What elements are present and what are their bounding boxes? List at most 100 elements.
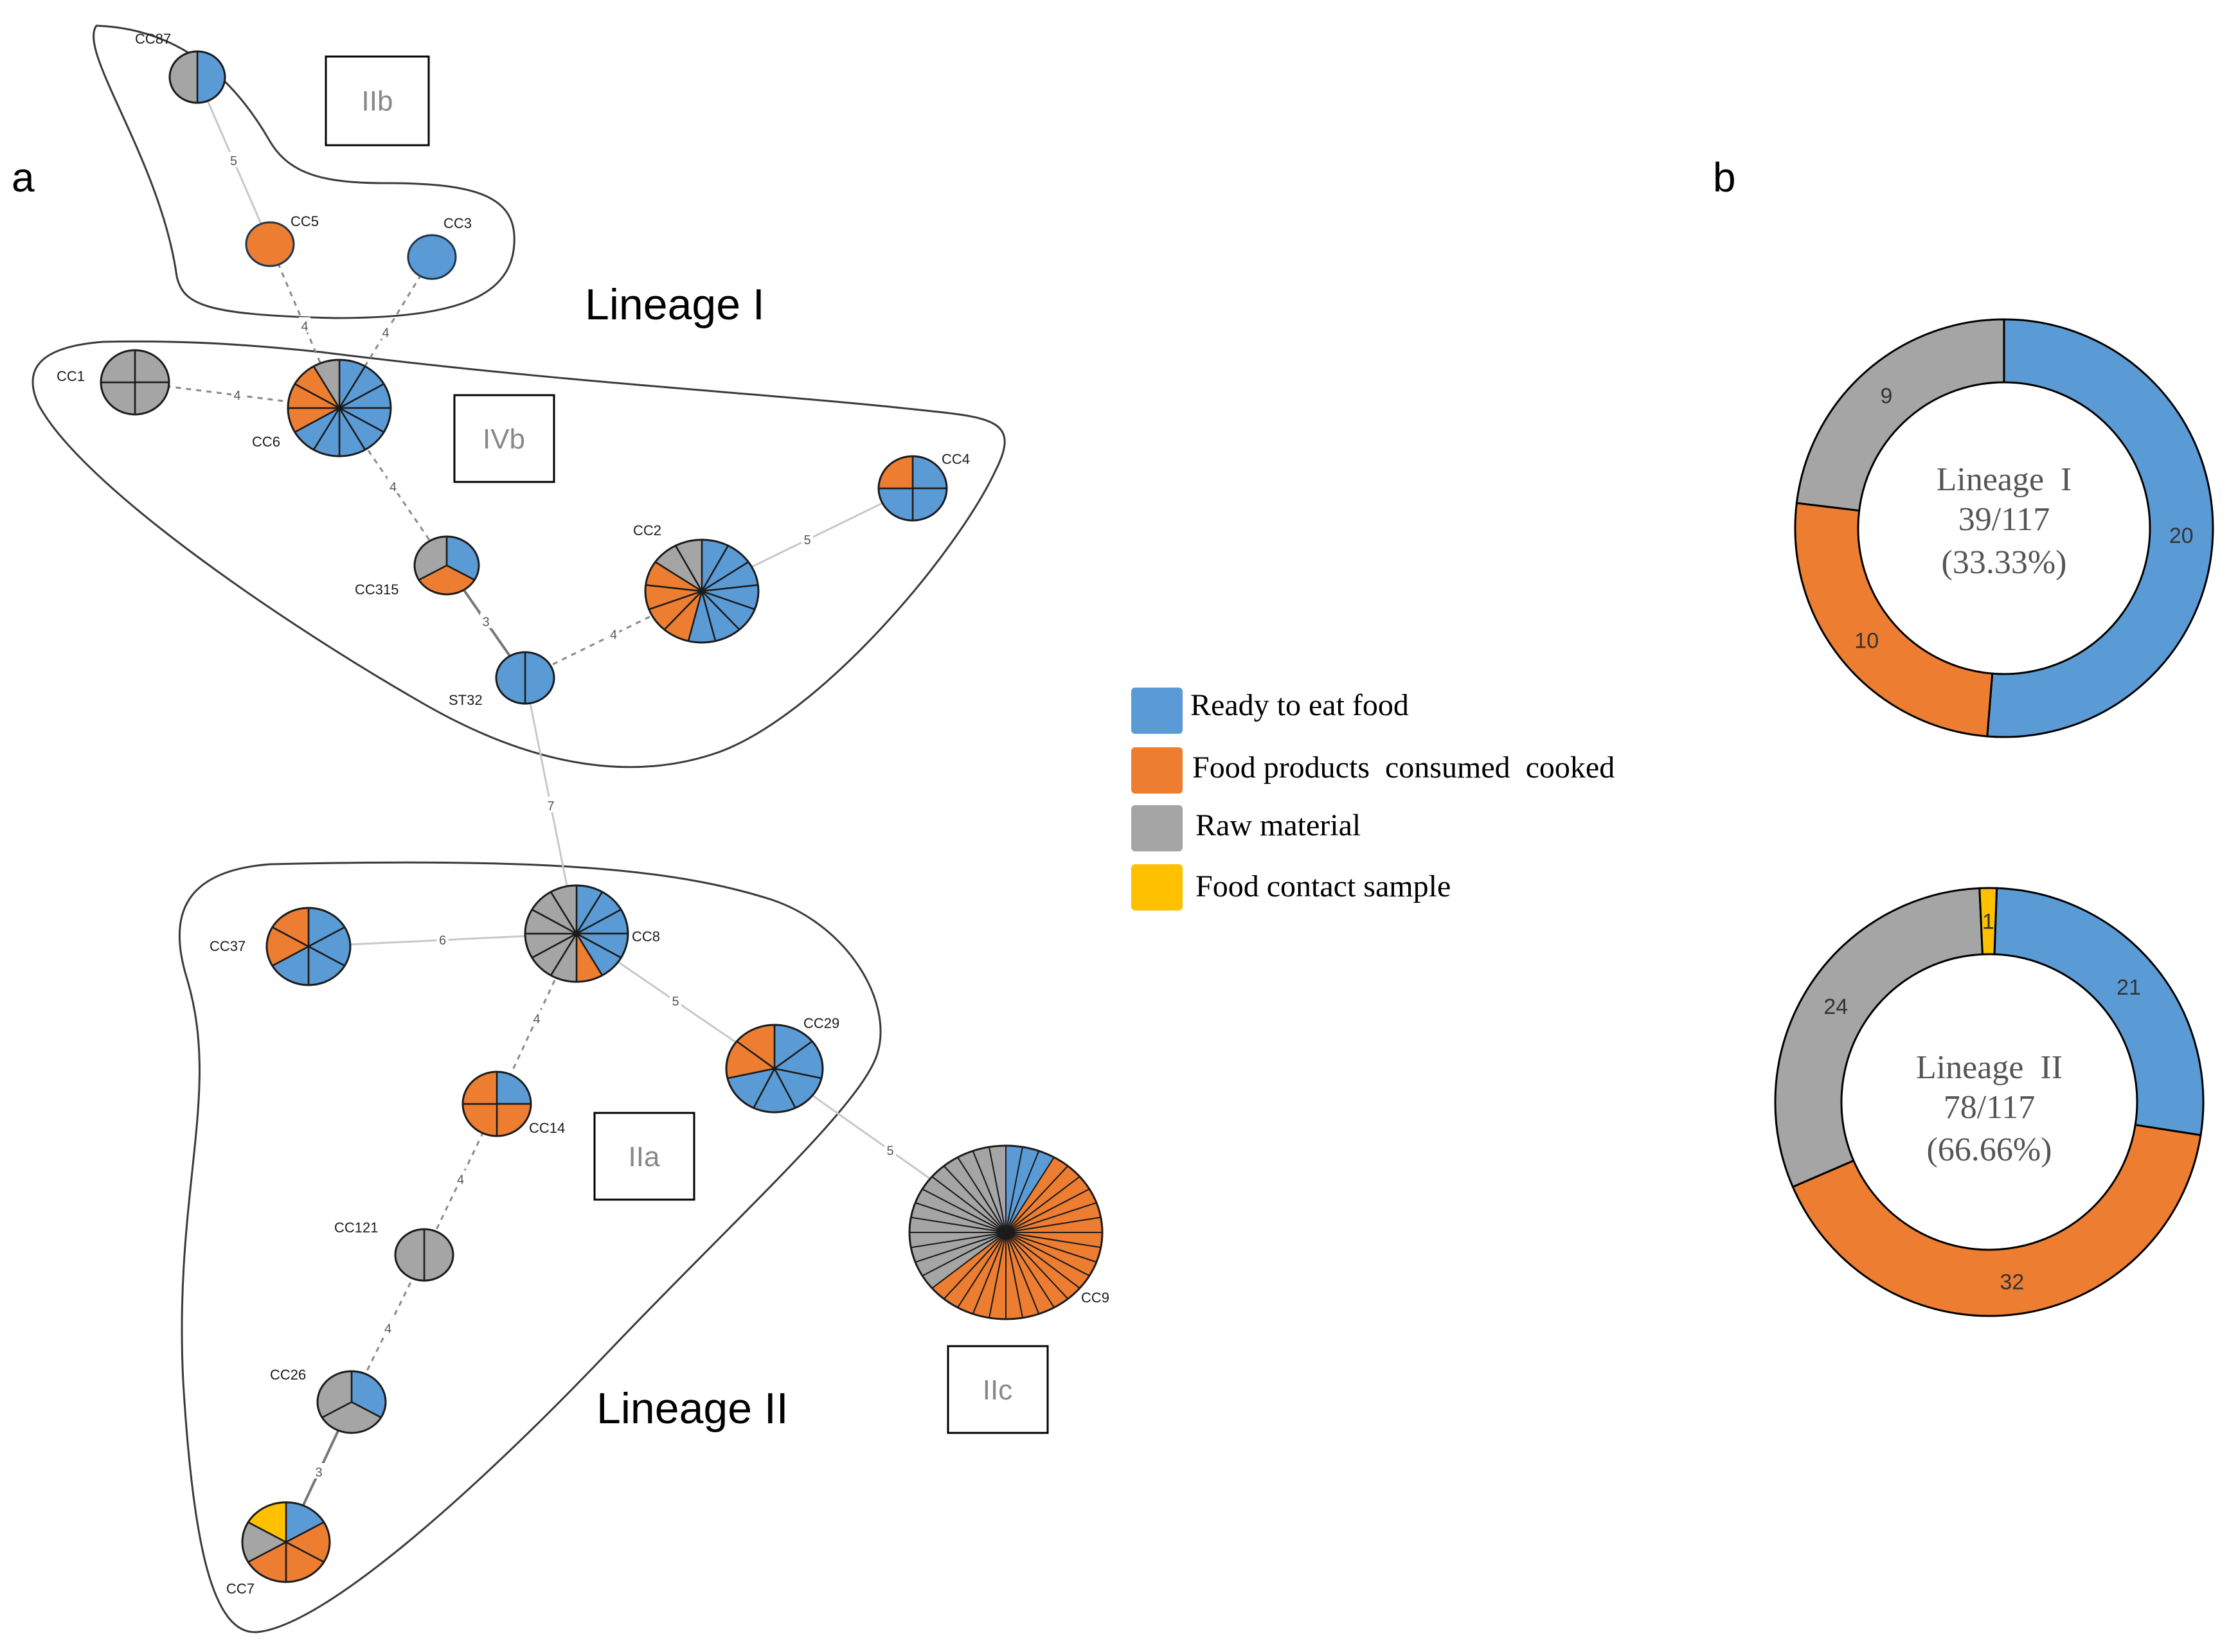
node-label-cc4: CC4 xyxy=(942,451,970,467)
legend-label-ready-to-eat: Ready to eat food xyxy=(1190,688,1409,722)
lineage-label-1: Lineage I xyxy=(585,280,765,329)
legend-label-contact: Food contact sample xyxy=(1195,869,1451,903)
node-rim xyxy=(100,349,170,416)
node-rim xyxy=(287,359,392,457)
node-rim xyxy=(908,1144,1104,1320)
donut-1-center-line1: Lineage I xyxy=(1937,461,2072,498)
serotype-box-iic xyxy=(947,1345,1049,1434)
edge-st32-cc2 xyxy=(524,590,703,679)
donut-2-slice-label-2: 24 xyxy=(1823,995,1848,1019)
node-rim xyxy=(168,50,226,104)
node-label-cc87: CC87 xyxy=(135,31,171,47)
node-cc121 xyxy=(394,1228,454,1282)
legend-swatch-ready-to-eat xyxy=(1131,688,1183,734)
edge-label-bg xyxy=(801,531,813,546)
lineage-label-2: Lineage II xyxy=(596,1384,789,1433)
node-label-cc26: CC26 xyxy=(270,1367,306,1383)
edge-label-bg xyxy=(299,317,310,333)
panel-label-a: a xyxy=(12,154,35,200)
edge-weight-label: 3 xyxy=(315,1466,322,1480)
donut-2-slice-2 xyxy=(1774,887,1984,1189)
node-rim xyxy=(644,538,760,644)
legend-swatch-cooked xyxy=(1131,747,1183,794)
serotype-label-iib: IIb xyxy=(362,85,393,117)
node-cc2 xyxy=(644,538,760,644)
donut-2-slice-label-0: 21 xyxy=(2117,975,2141,1000)
node-cc7 xyxy=(241,1501,331,1583)
donut-1-slice-2 xyxy=(1795,318,2005,512)
node-slice xyxy=(196,50,226,104)
legend-swatch-raw xyxy=(1131,805,1183,851)
node-cc87 xyxy=(168,50,226,104)
serotype-label-ivb: IVb xyxy=(483,423,525,455)
panel-label-b: b xyxy=(1713,154,1736,200)
node-rim xyxy=(461,1070,532,1137)
boundary-lineage1 xyxy=(31,340,1006,768)
edge-weight-label: 7 xyxy=(547,799,554,813)
node-slice xyxy=(407,234,457,280)
node-rim xyxy=(394,1228,454,1282)
node-slice xyxy=(394,1228,425,1282)
edge-weight-label: 4 xyxy=(301,320,308,334)
node-label-cc5: CC5 xyxy=(291,213,319,229)
node-label-cc3: CC3 xyxy=(443,215,472,231)
edge-weight-label: 5 xyxy=(672,995,679,1009)
edge-weight-label: 4 xyxy=(389,481,397,495)
node-cc5 xyxy=(245,221,295,267)
edge-label-bg xyxy=(382,1319,394,1335)
edge-weight-label: 4 xyxy=(457,1173,464,1187)
edge-weight-label: 4 xyxy=(382,326,389,341)
node-slice xyxy=(495,651,526,705)
node-rim xyxy=(725,1024,824,1114)
node-label-cc7: CC7 xyxy=(226,1581,255,1597)
donut-2-slice-1 xyxy=(1791,1123,2202,1317)
node-cc9 xyxy=(908,1144,1104,1320)
node-cc8 xyxy=(524,884,629,983)
node-cc26 xyxy=(316,1370,387,1434)
node-rim xyxy=(413,535,480,596)
node-cc29 xyxy=(725,1024,824,1114)
edge-label-bg xyxy=(884,1141,896,1157)
node-label-cc315: CC315 xyxy=(355,582,398,598)
node-label-cc37: CC37 xyxy=(210,938,246,954)
donut-1-center-line2: 39/117 xyxy=(1958,501,2050,538)
boundary-lineage2 xyxy=(178,861,882,1633)
edge-weight-label: 6 xyxy=(439,934,446,948)
node-st32 xyxy=(495,651,555,705)
edge-label-bg xyxy=(313,1463,325,1479)
donut-2-center-line3: (66.66%) xyxy=(1927,1132,2052,1168)
donut-1-slice-label-1: 10 xyxy=(1854,629,1879,653)
node-cc6 xyxy=(287,359,392,457)
donut-1-slice-label-0: 20 xyxy=(2169,524,2194,548)
edge-weight-label: 4 xyxy=(533,1013,540,1027)
edge-label-bg xyxy=(670,992,681,1008)
donut-1-slice-0 xyxy=(1986,318,2214,738)
edge-label-bg xyxy=(231,386,243,402)
edge-weight-label: 4 xyxy=(384,1322,391,1337)
node-cc315 xyxy=(413,535,480,596)
edge-label-bg xyxy=(545,797,557,812)
edge-label-bg xyxy=(380,323,391,339)
node-slice xyxy=(423,1228,454,1282)
node-slice xyxy=(245,221,295,267)
boundary-iib xyxy=(93,24,515,319)
node-label-cc2: CC2 xyxy=(633,522,661,538)
edge-label-bg xyxy=(436,931,449,946)
edge-label-bg xyxy=(607,625,620,641)
node-label-cc14: CC14 xyxy=(529,1120,565,1136)
serotype-box-iia xyxy=(593,1112,695,1201)
edge-label-bg xyxy=(531,1009,542,1026)
lineage-boundaries xyxy=(31,24,1006,1633)
serotype-box-ivb xyxy=(453,394,555,483)
edge-weight-label: 5 xyxy=(803,533,810,547)
donut-2-slice-3 xyxy=(1978,887,1998,955)
node-slice xyxy=(168,50,199,104)
edge-label-bg xyxy=(228,152,240,167)
node-label-cc29: CC29 xyxy=(803,1015,839,1031)
legend: Ready to eat food Food products consumed… xyxy=(1131,688,1615,910)
edge-weight-label: 4 xyxy=(233,389,240,403)
